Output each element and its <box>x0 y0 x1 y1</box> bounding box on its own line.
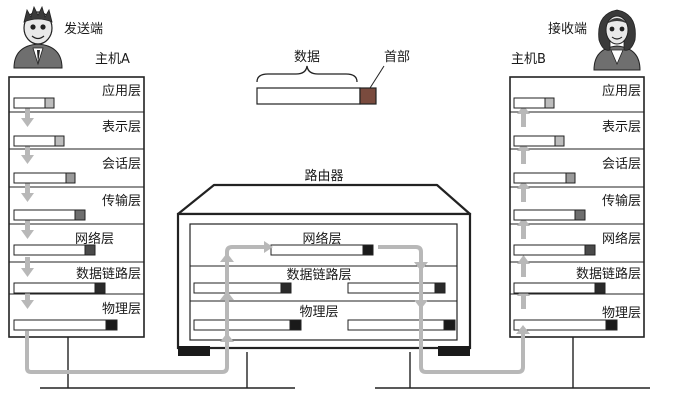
flow-arrowheads <box>220 241 530 342</box>
data-flow-path <box>25 245 525 374</box>
router-label: 路由器 <box>304 168 343 184</box>
host-a-stack: 应用层 表示层 会话层 传输层 网络层 数据链路层 物理层 <box>8 76 145 338</box>
legend-data-block <box>256 87 361 105</box>
host-a-layer-transport: 传输层 <box>102 193 141 209</box>
host-a-layer-datalink: 数据链路层 <box>76 266 141 282</box>
host-a-layer-network: 网络层 <box>75 231 114 247</box>
host-b-layer-physical: 物理层 <box>602 306 641 321</box>
host-a-layer-presentation: 表示层 <box>102 120 141 135</box>
host-b-layer-session: 会话层 <box>602 157 641 172</box>
host-b-stack: 应用层 表示层 会话层 传输层 网络层 数据链路层 物理层 <box>509 76 645 338</box>
host-b-layer-presentation: 表示层 <box>602 120 641 135</box>
host-a-layer-application: 应用层 <box>102 83 141 99</box>
packet-legend: 数据 首部 <box>256 50 410 105</box>
host-a-layer-session: 会话层 <box>102 157 141 172</box>
network-cables <box>40 337 650 389</box>
host-b-layer-application: 应用层 <box>602 83 641 99</box>
legend-data-label: 数据 <box>294 50 320 65</box>
receiver-person-icon <box>593 9 641 71</box>
legend-header-block <box>359 87 377 105</box>
sender-label: 发送端 <box>64 21 103 37</box>
legend-header-label: 首部 <box>384 50 410 65</box>
host-b-layer-transport: 传输层 <box>602 193 641 209</box>
host-b-layer-network: 网络层 <box>602 231 641 247</box>
host-b-layer-datalink: 数据链路层 <box>576 266 641 282</box>
router-layer-datalink: 数据链路层 <box>286 267 351 283</box>
host-a-label: 主机A <box>95 52 130 67</box>
router-layer-network: 网络层 <box>302 231 341 247</box>
router-layer-physical: 物理层 <box>299 305 338 320</box>
receiver-label: 接收端 <box>548 21 587 37</box>
host-a-layer-physical: 物理层 <box>102 302 141 317</box>
host-b-label: 主机B <box>511 52 546 67</box>
sender-person-icon <box>13 5 63 69</box>
